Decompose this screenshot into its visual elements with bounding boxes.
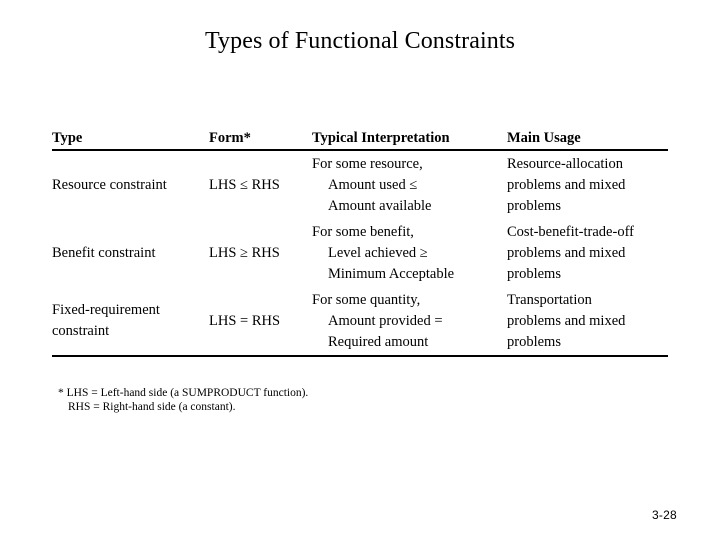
page-title: Types of Functional Constraints bbox=[204, 28, 516, 54]
cell-interpretation: For some benefit, Level achieved ≥ Minim… bbox=[312, 222, 507, 285]
cell-main-usage: Cost-benefit-trade-off problems and mixe… bbox=[507, 222, 668, 285]
column-header-type: Type bbox=[52, 130, 83, 146]
main-usage-line: Transportation bbox=[507, 291, 592, 308]
footnote-line-rhs: RHS = Right-hand side (a constant). bbox=[68, 401, 236, 413]
cell-interpretation: For some quantity, Amount provided = Req… bbox=[312, 290, 507, 353]
table-top-rule bbox=[52, 149, 668, 151]
main-usage-line: problems and mixed bbox=[507, 312, 626, 329]
cell-type: Benefit constraint bbox=[52, 243, 209, 264]
main-usage-line: problems bbox=[507, 333, 561, 350]
main-usage-line: problems and mixed bbox=[507, 244, 626, 261]
footnote: * LHS = Left-hand side (a SUMPRODUCT fun… bbox=[58, 386, 308, 414]
column-header-interpretation: Typical Interpretation bbox=[312, 130, 450, 146]
interpretation-line: For some benefit, bbox=[312, 223, 414, 240]
interpretation-line: Minimum Acceptable bbox=[328, 265, 455, 282]
interpretation-line: Amount available bbox=[328, 197, 432, 214]
cell-form: LHS ≥ RHS bbox=[209, 244, 280, 261]
cell-main-usage: Resource-allocation problems and mixed p… bbox=[507, 154, 668, 217]
table-header-row: Type Form* Typical Interpretation Main U… bbox=[52, 126, 668, 146]
cell-type-line: Benefit constraint bbox=[52, 244, 156, 261]
main-usage-line: problems and mixed bbox=[507, 176, 626, 193]
main-usage-line: Resource-allocation bbox=[507, 155, 623, 172]
footnote-line-lhs: * LHS = Left-hand side (a SUMPRODUCT fun… bbox=[58, 387, 309, 399]
table-row: Resource constraint LHS ≤ RHS For some r… bbox=[52, 151, 668, 219]
interpretation-line: For some quantity, bbox=[312, 291, 421, 308]
cell-type-line: Fixed-requirement bbox=[52, 302, 160, 318]
cell-type: Fixed-requirement constraint bbox=[52, 300, 209, 342]
cell-type-line: constraint bbox=[52, 323, 110, 339]
page-number: 3-28 bbox=[652, 508, 677, 522]
table-row: Fixed-requirement constraint LHS = RHS F… bbox=[52, 287, 668, 355]
functional-constraints-table: Type Form* Typical Interpretation Main U… bbox=[52, 126, 668, 357]
cell-main-usage: Transportation problems and mixed proble… bbox=[507, 290, 668, 353]
interpretation-line: Required amount bbox=[328, 333, 429, 350]
cell-form: LHS ≤ RHS bbox=[209, 176, 280, 193]
main-usage-line: Cost-benefit-trade-off bbox=[507, 223, 634, 240]
table-bottom-rule bbox=[52, 355, 668, 357]
cell-type: Resource constraint bbox=[52, 175, 209, 196]
cell-interpretation: For some resource, Amount used ≤ Amount … bbox=[312, 154, 507, 217]
interpretation-line: For some resource, bbox=[312, 155, 423, 172]
column-header-form: Form* bbox=[209, 130, 251, 146]
main-usage-line: problems bbox=[507, 265, 561, 282]
column-header-main-usage: Main Usage bbox=[507, 130, 581, 146]
interpretation-line: Level achieved ≥ bbox=[328, 244, 428, 261]
main-usage-line: problems bbox=[507, 197, 561, 214]
interpretation-line: Amount used ≤ bbox=[328, 176, 418, 193]
cell-type-line: Resource constraint bbox=[52, 176, 167, 193]
cell-form: LHS = RHS bbox=[209, 312, 281, 329]
interpretation-line: Amount provided = bbox=[328, 312, 443, 329]
table-row: Benefit constraint LHS ≥ RHS For some be… bbox=[52, 219, 668, 287]
